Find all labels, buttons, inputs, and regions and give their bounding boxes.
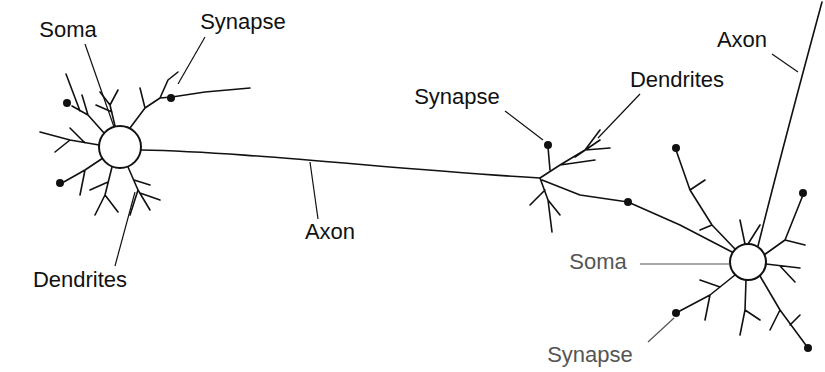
synapse-dots xyxy=(56,94,812,352)
part-label: Axon xyxy=(717,28,767,52)
leader-line xyxy=(505,111,543,140)
part-label: Soma xyxy=(569,250,626,274)
synapse-dot xyxy=(799,189,807,197)
dendrites xyxy=(40,72,250,215)
synapse-dot xyxy=(56,179,64,187)
part-label: Soma xyxy=(39,18,96,42)
part-label: Synapse xyxy=(414,85,500,109)
soma-circle xyxy=(99,126,141,168)
leader-lines xyxy=(85,37,798,342)
part-label: Dendrites xyxy=(630,68,724,92)
part-label: Dendrites xyxy=(33,268,127,292)
leader-line xyxy=(310,162,318,219)
synapse-dot xyxy=(63,99,71,107)
synapse-dot xyxy=(624,198,632,206)
synapse-dot xyxy=(544,141,552,149)
part-label: Synapse xyxy=(200,10,286,34)
leader-line xyxy=(115,192,135,266)
part-label: Synapse xyxy=(547,343,633,367)
synapse-dot xyxy=(672,309,680,317)
synapse-dot xyxy=(167,94,175,102)
leader-line xyxy=(85,44,114,127)
axon-terminal xyxy=(530,130,732,252)
leader-line xyxy=(178,37,205,84)
axon xyxy=(141,150,540,178)
dendrites xyxy=(676,150,808,348)
leader-line xyxy=(598,94,640,138)
axon xyxy=(758,2,822,246)
soma-circle xyxy=(730,244,766,280)
synapse-dot xyxy=(804,344,812,352)
leader-line xyxy=(648,318,674,342)
neuron-lines xyxy=(40,2,822,348)
part-label: Axon xyxy=(305,220,355,244)
synapse-dot xyxy=(672,144,680,152)
leader-line xyxy=(772,54,798,72)
leader-line xyxy=(640,263,729,264)
